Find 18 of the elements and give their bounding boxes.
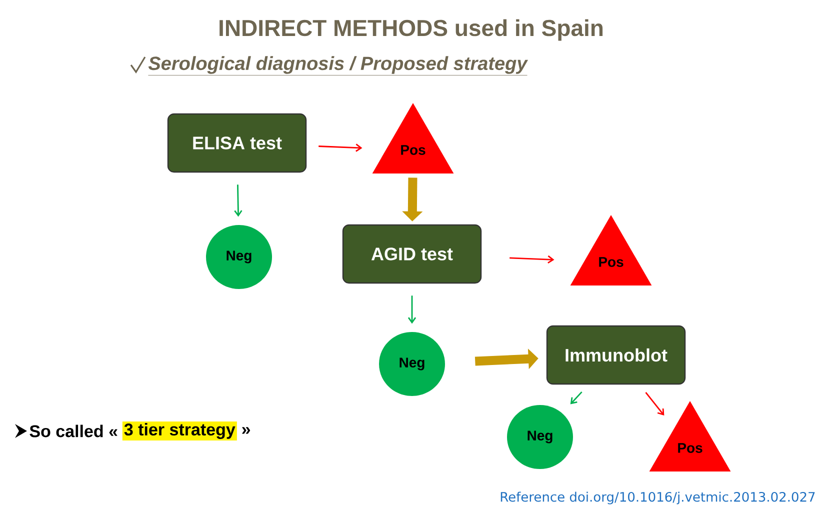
result-triangle: Pos [570, 215, 652, 286]
process-box: Immunoblot [546, 325, 686, 385]
highlighted-text: 3 tier strategy [122, 422, 237, 440]
process-box: AGID test [342, 224, 482, 284]
title: INDIRECT METHODS used in Spain [220, 19, 603, 41]
label-text: So called « [30, 424, 118, 438]
process-box: ELISA test [167, 113, 307, 173]
result-triangle: Pos [649, 401, 731, 472]
reference-text: Reference doi.org/10.1016/j.vetmic.2013.02.027 [500, 492, 815, 504]
arrow [234, 184, 242, 217]
arrow [318, 144, 362, 152]
result-triangle: Pos [372, 103, 454, 174]
arrow [645, 392, 664, 416]
arrow [408, 296, 416, 324]
arrow [570, 391, 582, 404]
subtitle: Serological diagnosis / Proposed strategy [148, 56, 528, 76]
label-text: » [242, 427, 250, 434]
arrow [510, 255, 554, 264]
